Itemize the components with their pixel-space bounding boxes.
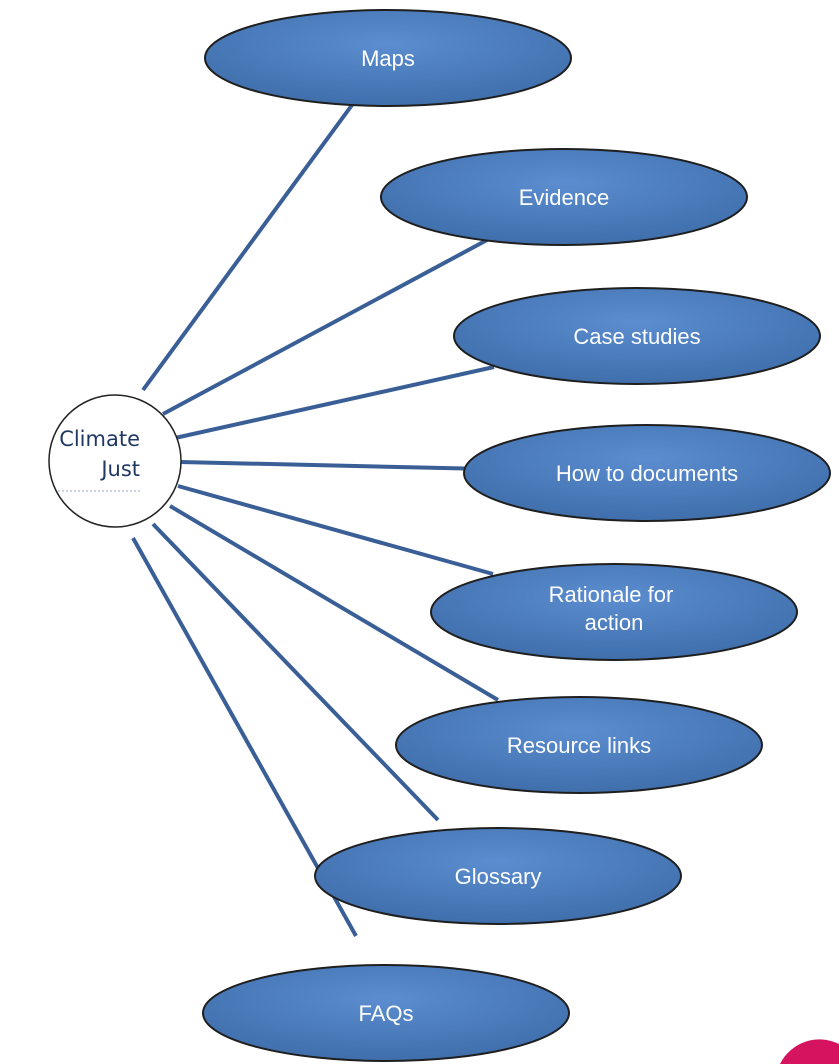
node-resource-links[interactable]: Resource links (395, 696, 763, 794)
node-rationale-for-action[interactable]: Rationale for action (430, 563, 798, 661)
node-evidence[interactable]: Evidence (380, 148, 748, 246)
hub-circle (48, 394, 182, 528)
node-resource-links-label: Resource links (507, 733, 651, 758)
node-maps-label: Maps (361, 46, 415, 71)
rationale-label-line: Rationale for (549, 582, 674, 607)
node-evidence-label: Evidence (519, 185, 610, 210)
node-case-studies-label: Case studies (573, 324, 700, 349)
connector-how-to (179, 460, 489, 471)
logo-partial (780, 1039, 839, 1064)
node-highlights (211, 28, 822, 1043)
connector-glossary (151, 522, 440, 822)
node-glossary[interactable]: Glossary (314, 827, 682, 925)
connector-maps (141, 103, 354, 392)
connectors (131, 103, 500, 937)
connector-case-studies (174, 365, 495, 440)
node-case-studies[interactable]: Case studies (453, 287, 821, 385)
hub-label-line1: Climate (59, 427, 140, 451)
connector-resource-links (168, 504, 500, 702)
rationale-label-line2: action (585, 610, 644, 635)
connector-rationale (177, 484, 494, 576)
hub-node: Climate Just (48, 394, 182, 528)
node-glossary-label: Glossary (455, 864, 542, 889)
connector-evidence (162, 238, 488, 416)
hub-label-line2: Just (99, 457, 140, 481)
node-how-to-documents-label: How to documents (556, 461, 738, 486)
node-faqs-label: FAQs (358, 1001, 413, 1026)
node-rationale-for-action-label: Rationale for action (549, 582, 680, 635)
node-faqs[interactable]: FAQs (202, 964, 570, 1062)
node-maps[interactable]: Maps (204, 9, 572, 107)
node-how-to-documents[interactable]: How to documents (463, 424, 831, 522)
